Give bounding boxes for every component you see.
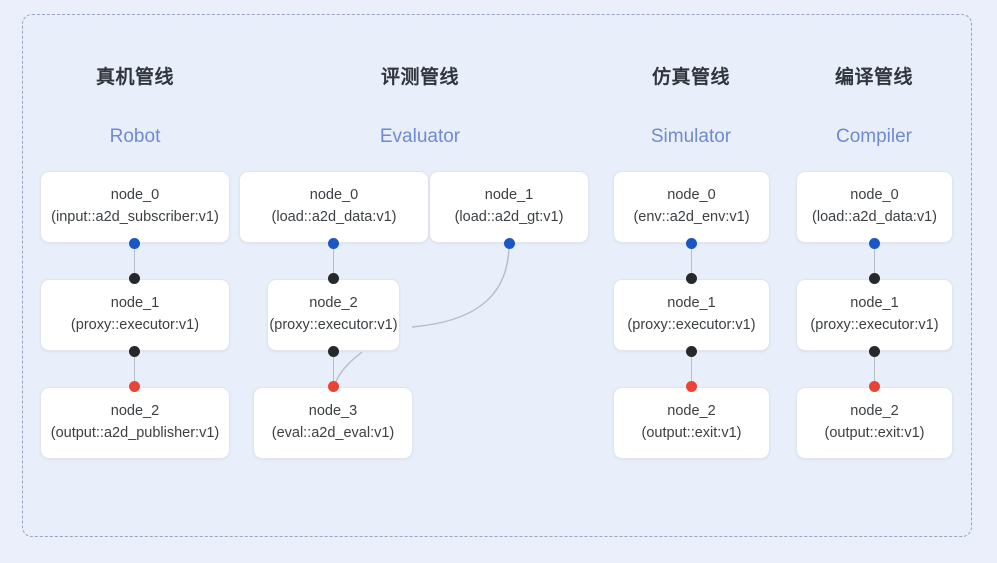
column-subtitle-robot: Robot xyxy=(109,126,161,147)
column-subtitle-evaluator: Evaluator xyxy=(379,126,461,147)
edge-simulator-0-1 xyxy=(691,240,693,280)
edge-evaluator-0-2 xyxy=(333,240,335,280)
port-input-red-compiler-2[interactable] xyxy=(869,381,880,392)
node-name: node_1 xyxy=(484,187,534,204)
column-title-evaluator: 评测管线 xyxy=(380,67,459,88)
node-compiler-1[interactable]: node_1 (proxy::executor:v1) xyxy=(796,279,953,351)
port-input-red-robot-2[interactable] xyxy=(129,381,140,392)
edge-evaluator-2-3 xyxy=(333,347,335,387)
edge-robot-1-2 xyxy=(134,347,136,387)
edge-executor-to-eval xyxy=(334,351,363,385)
port-output-black-evaluator-2[interactable] xyxy=(328,346,339,357)
node-spec: (proxy::executor:v1) xyxy=(70,317,200,333)
node-evaluator-0[interactable]: node_0 (load::a2d_data:v1) xyxy=(239,171,429,243)
node-name: node_0 xyxy=(110,187,160,204)
node-name: node_2 xyxy=(850,403,899,420)
node-spec: (proxy::executor:v1) xyxy=(269,317,398,333)
node-spec: (output::exit:v1) xyxy=(641,425,742,441)
node-name: node_2 xyxy=(667,403,716,420)
port-output-blue-evaluator-1[interactable] xyxy=(504,238,515,249)
node-name: node_1 xyxy=(667,295,716,312)
edge-simulator-1-2 xyxy=(691,347,693,387)
port-input-black-evaluator-2[interactable] xyxy=(328,273,339,284)
edge-compiler-1-2 xyxy=(874,347,876,387)
edge-gt-to-executor xyxy=(411,243,510,328)
node-spec: (eval::a2d_eval:v1) xyxy=(271,425,395,441)
node-name: node_0 xyxy=(309,187,359,204)
node-robot-0[interactable]: node_0 (input::a2d_subscriber:v1) xyxy=(40,171,230,243)
port-output-black-simulator-1[interactable] xyxy=(686,346,697,357)
port-output-blue-simulator-0[interactable] xyxy=(686,238,697,249)
column-subtitle-compiler: Compiler xyxy=(835,126,913,147)
port-output-black-compiler-1[interactable] xyxy=(869,346,880,357)
node-evaluator-2[interactable]: node_2 (proxy::executor:v1) xyxy=(267,279,400,351)
port-output-black-robot-1[interactable] xyxy=(129,346,140,357)
node-name: node_1 xyxy=(110,295,160,312)
column-title-robot: 真机管线 xyxy=(95,67,174,88)
node-spec: (load::a2d_data:v1) xyxy=(271,209,397,225)
node-evaluator-3[interactable]: node_3 (eval::a2d_eval:v1) xyxy=(253,387,413,459)
port-input-black-simulator-1[interactable] xyxy=(686,273,697,284)
column-subtitle-simulator: Simulator xyxy=(650,126,732,147)
node-name: node_0 xyxy=(667,187,716,204)
edge-compiler-0-1 xyxy=(874,240,876,280)
node-spec: (load::a2d_gt:v1) xyxy=(454,209,564,225)
port-input-black-robot-1[interactable] xyxy=(129,273,140,284)
port-input-red-evaluator-3[interactable] xyxy=(328,381,339,392)
edge-robot-0-1 xyxy=(134,240,136,280)
port-output-blue-compiler-0[interactable] xyxy=(869,238,880,249)
node-name: node_3 xyxy=(308,403,358,420)
node-spec: (load::a2d_data:v1) xyxy=(812,209,937,225)
port-input-black-compiler-1[interactable] xyxy=(869,273,880,284)
column-title-simulator: 仿真管线 xyxy=(651,67,730,88)
node-compiler-0[interactable]: node_0 (load::a2d_data:v1) xyxy=(796,171,953,243)
node-name: node_0 xyxy=(850,187,899,204)
node-spec: (output::a2d_publisher:v1) xyxy=(50,425,220,441)
port-output-blue-robot-0[interactable] xyxy=(129,238,140,249)
node-simulator-2[interactable]: node_2 (output::exit:v1) xyxy=(613,387,770,459)
column-title-compiler: 编译管线 xyxy=(834,67,913,88)
node-spec: (input::a2d_subscriber:v1) xyxy=(51,209,219,225)
port-output-blue-evaluator-0[interactable] xyxy=(328,238,339,249)
node-spec: (output::exit:v1) xyxy=(824,425,925,441)
node-spec: (proxy::executor:v1) xyxy=(627,317,756,333)
node-spec: (env::a2d_env:v1) xyxy=(633,209,750,225)
node-evaluator-1[interactable]: node_1 (load::a2d_gt:v1) xyxy=(429,171,589,243)
node-spec: (proxy::executor:v1) xyxy=(810,317,939,333)
node-robot-2[interactable]: node_2 (output::a2d_publisher:v1) xyxy=(40,387,230,459)
node-simulator-0[interactable]: node_0 (env::a2d_env:v1) xyxy=(613,171,770,243)
node-name: node_2 xyxy=(110,403,160,420)
port-input-red-simulator-2[interactable] xyxy=(686,381,697,392)
node-name: node_1 xyxy=(850,295,899,312)
node-name: node_2 xyxy=(309,295,358,312)
node-robot-1[interactable]: node_1 (proxy::executor:v1) xyxy=(40,279,230,351)
node-compiler-2[interactable]: node_2 (output::exit:v1) xyxy=(796,387,953,459)
node-simulator-1[interactable]: node_1 (proxy::executor:v1) xyxy=(613,279,770,351)
